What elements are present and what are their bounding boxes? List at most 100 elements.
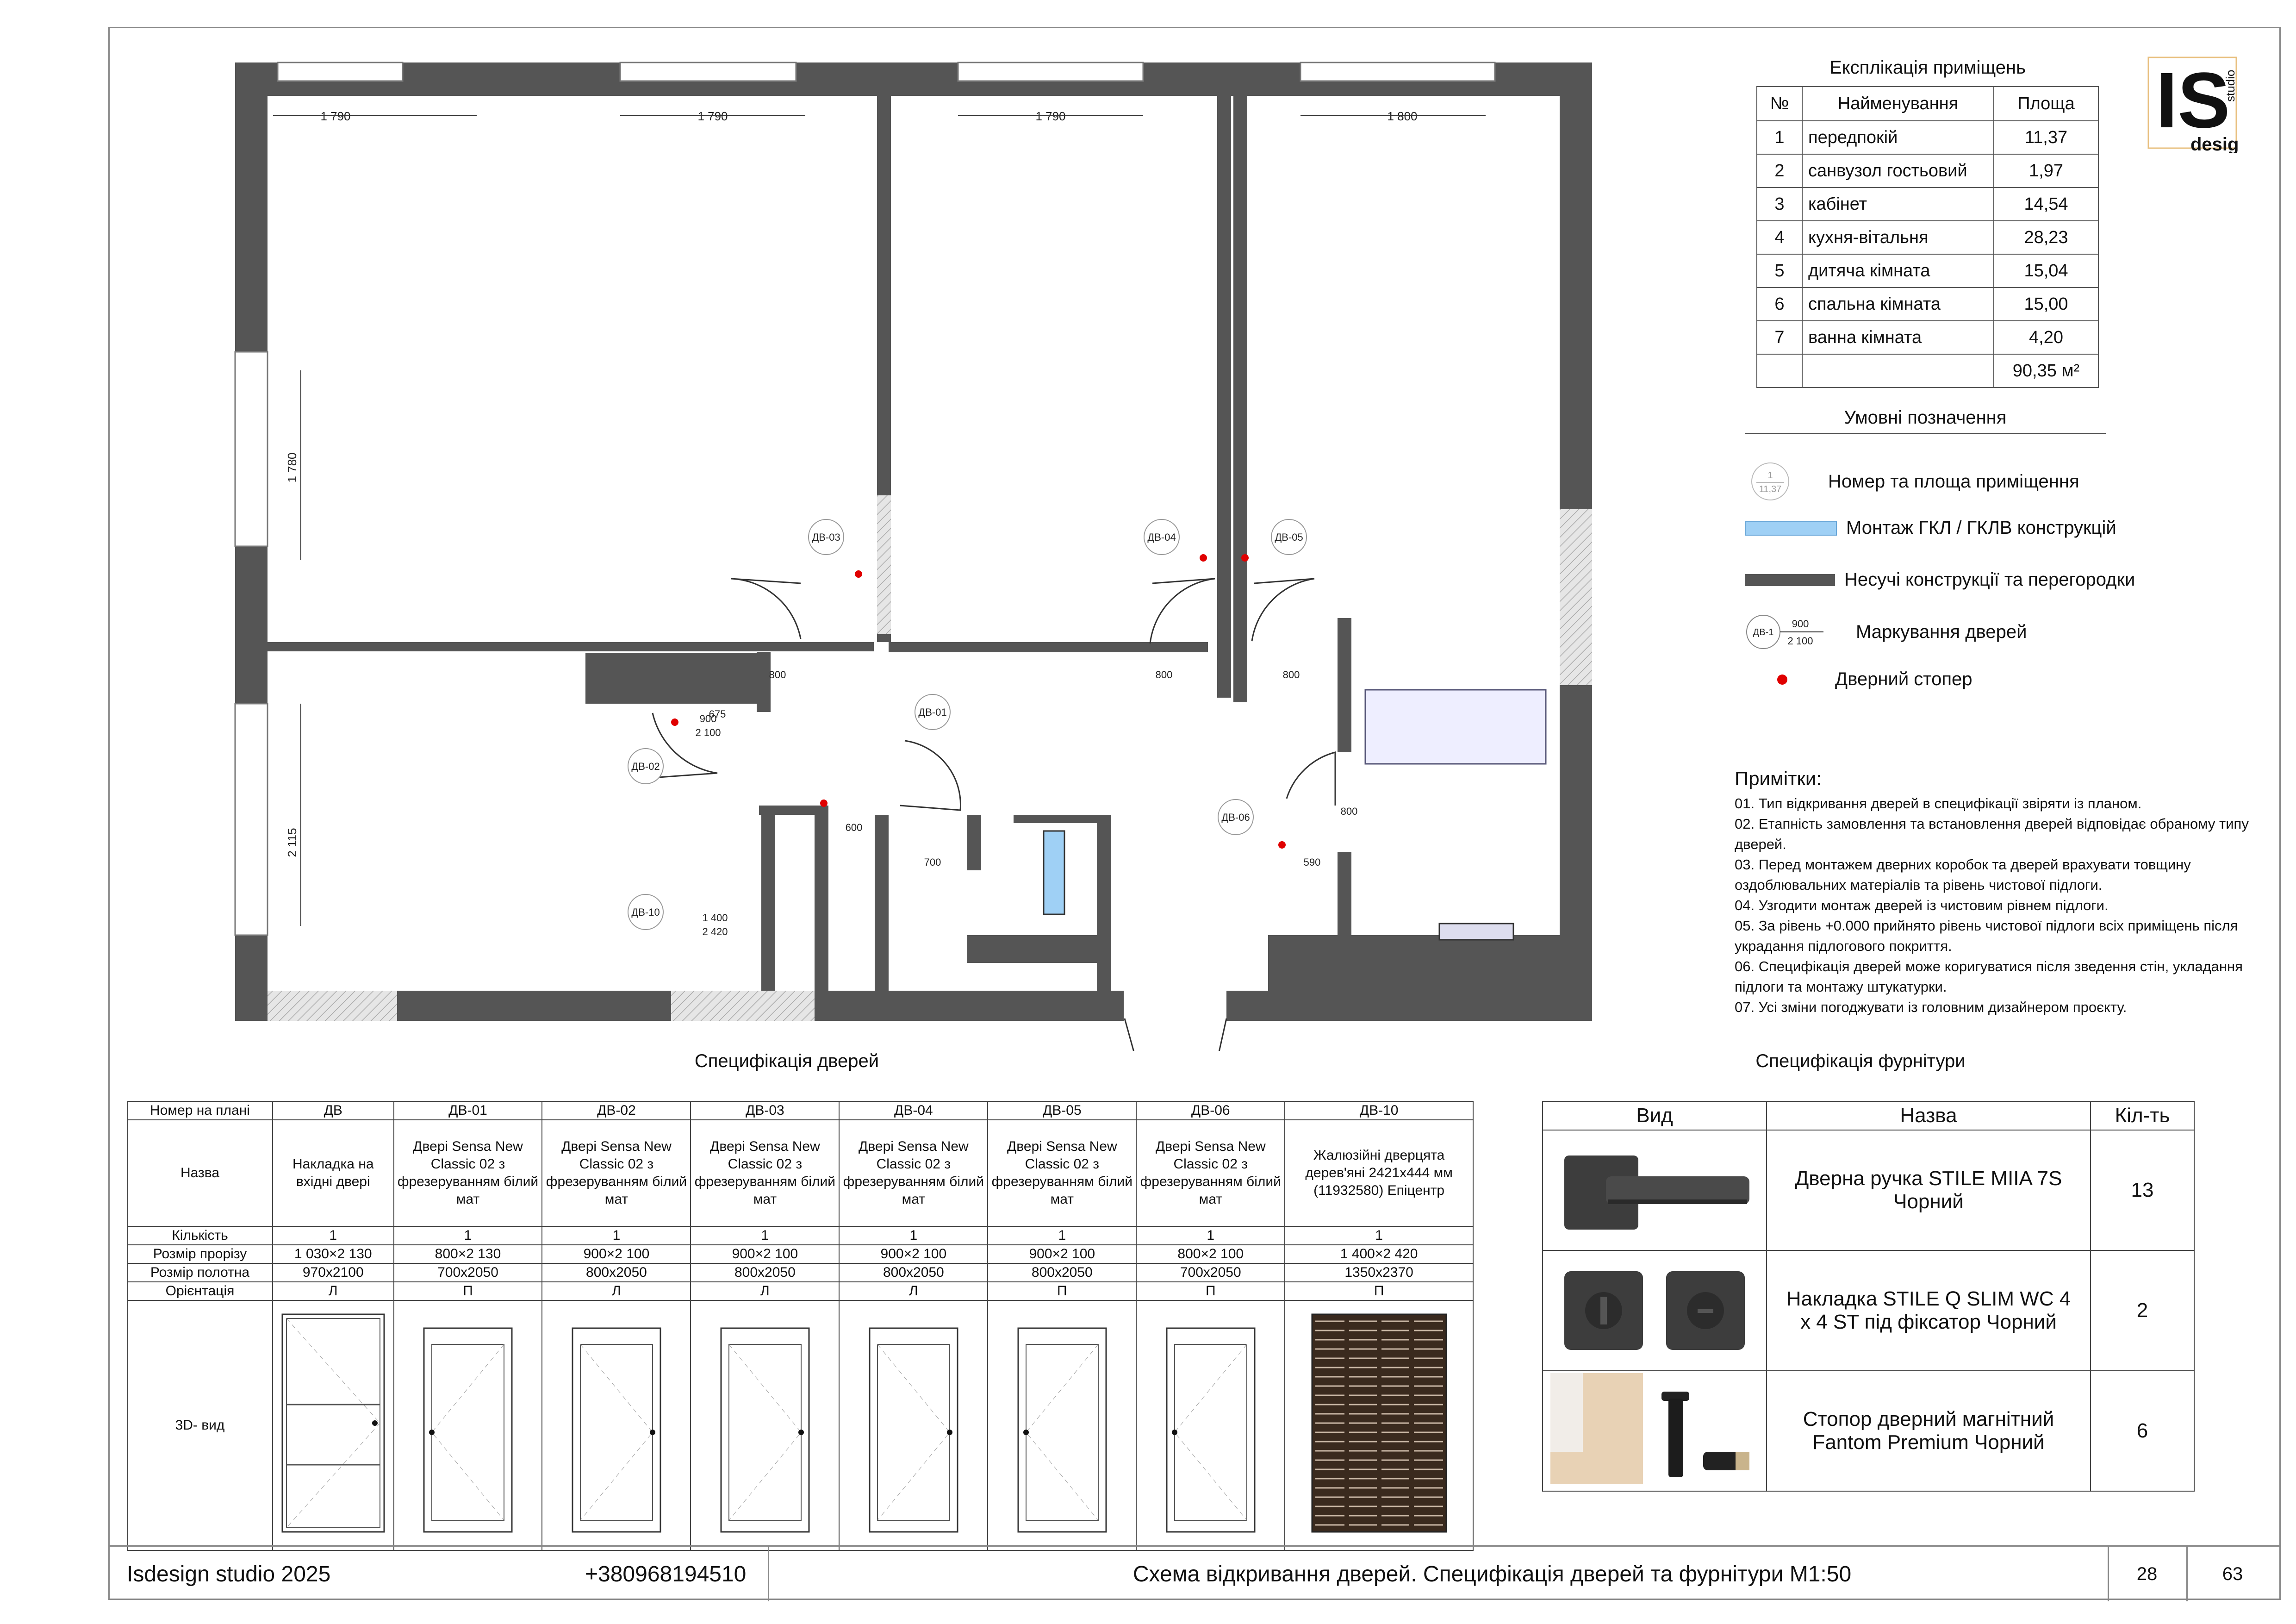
row-name: санвузол гостьовий: [1802, 154, 1994, 188]
wc-plate-image: [1542, 1250, 1767, 1371]
legend-walls: Несучі конструкції та перегородки: [1745, 569, 2135, 590]
load-bearing-walls: [235, 62, 1592, 1021]
dim-800-c: 800: [1283, 669, 1300, 681]
sheet-title: Схема відкривання дверей. Специфікація д…: [1132, 1562, 1852, 1587]
dim-675: 675: [709, 708, 726, 720]
legend-label: Монтаж ГКЛ / ГКЛВ конструкцій: [1846, 518, 2116, 538]
row-area: 15,00: [1993, 287, 2099, 321]
stopper-image: [1542, 1370, 1767, 1492]
table-row: Стопор дверний магнітний Fantom Premium …: [1542, 1370, 2195, 1492]
door-tag-dv02: ДВ-02: [631, 761, 660, 772]
door-tag-dv04: ДВ-04: [1147, 531, 1176, 543]
row-no: 7: [1756, 320, 1803, 355]
dim-800-b: 800: [1156, 669, 1173, 681]
legend-room-label: 1 11,37 Номер та площа приміщення: [1745, 461, 2079, 502]
row-name: дитяча кімната: [1802, 254, 1994, 288]
note-line: дверей.: [1735, 836, 1786, 852]
row-name: ванна кімната: [1802, 320, 1994, 355]
legend-door-mark: ДВ-1 900 2 100 Маркування дверей: [1745, 611, 2027, 653]
door-3d-dv06: [1136, 1300, 1286, 1551]
row-label: Орієнтація: [127, 1281, 273, 1301]
handle-image: [1542, 1130, 1767, 1251]
row-label: Назва: [127, 1119, 273, 1227]
hw-name: Дверна ручка STILE MIIA 7S Чорний: [1766, 1130, 2091, 1251]
svg-text:2 100: 2 100: [1787, 635, 1813, 647]
door-3d-dv: [272, 1300, 394, 1551]
total-area: 90,35 м²: [1993, 354, 2099, 388]
expl-header-name: Найменування: [1802, 86, 1994, 121]
note-line: оздоблювальних матеріалів та рівень чист…: [1735, 877, 2103, 893]
hardware-spec-table: Вид Назва Кіл-ть Дверна ручка STILE MIIA…: [1542, 1101, 2195, 1492]
row-name: передпокій: [1802, 120, 1994, 155]
row-no: 6: [1756, 287, 1803, 321]
expl-header-no: №: [1756, 86, 1803, 121]
row-no: 1: [1756, 120, 1803, 155]
table-row: Дверна ручка STILE MIIA 7S Чорний 13: [1542, 1130, 2195, 1251]
logo-design: design: [2190, 134, 2239, 153]
row-label: Розмір прорізу: [127, 1244, 273, 1264]
note-line: 07. Усі зміни погоджувати із головним ди…: [1735, 999, 2127, 1015]
svg-text:11,37: 11,37: [1759, 484, 1782, 494]
door-swings: [652, 578, 1336, 1051]
row-name: кабінет: [1802, 187, 1994, 221]
door-tag-dv06: ДВ-06: [1221, 812, 1250, 823]
door-3d-dv02: [541, 1300, 691, 1551]
door-3d-dv10: [1284, 1300, 1474, 1551]
door-stoppers: [671, 554, 1286, 849]
logo-studio: studio: [2223, 70, 2237, 102]
door-3d-dv01: [393, 1300, 543, 1551]
hw-qty: 13: [2090, 1130, 2195, 1251]
title-block: Isdesign studio 2025 +380968194510 Схема…: [108, 1545, 2281, 1601]
studio-name: Isdesign studio 2025: [127, 1562, 331, 1587]
door-3d-dv04: [839, 1300, 989, 1551]
row-label: Кількість: [127, 1226, 273, 1245]
hw-name: Накладка STILE Q SLIM WC 4 х 4 ST під фі…: [1766, 1250, 2091, 1371]
legend-label: Несучі конструкції та перегородки: [1844, 569, 2135, 590]
note-line: 03. Перед монтажем дверних коробок та дв…: [1735, 856, 2191, 873]
legend-label: Дверний стопер: [1835, 669, 1972, 689]
legend-label: Маркування дверей: [1856, 621, 2027, 642]
hw-header-name: Назва: [1766, 1101, 2091, 1131]
dim-side-1: 1 780: [285, 452, 299, 482]
legend-gkl: Монтаж ГКЛ / ГКЛВ конструкцій: [1745, 518, 2116, 538]
row-no: 5: [1756, 254, 1803, 288]
note-line: 06. Специфікація дверей може коригуватис…: [1735, 958, 2243, 974]
table-row: 90,35 м²: [1756, 354, 2099, 388]
dim-1400: 1 400: [702, 912, 728, 924]
logo-letters: IS: [2156, 56, 2230, 144]
door-3d-dv05: [987, 1300, 1137, 1551]
svg-text:1: 1: [1767, 470, 1773, 481]
dim-600: 600: [846, 822, 863, 833]
note-line: 02. Етапність замовлення та встановлення…: [1735, 816, 2249, 832]
expl-header-area: Площа: [1993, 86, 2099, 121]
note-line: 01. Тип відкривання дверей в специфікаці…: [1735, 795, 2142, 812]
row-area: 14,54: [1993, 187, 2099, 221]
dim-900-a: 900: [700, 713, 717, 725]
row-no: 3: [1756, 187, 1803, 221]
hardware-spec-title: Специфікація фурнітури: [1755, 1051, 1966, 1071]
legend-stopper: Дверний стопер: [1745, 669, 1972, 690]
row-area: 15,04: [1993, 254, 2099, 288]
row-label: 3D- вид: [127, 1300, 273, 1551]
dim-side-2: 2 115: [285, 828, 299, 857]
dim-590: 590: [1304, 856, 1321, 868]
total-sheets: 63: [2222, 1563, 2243, 1584]
row-area: 28,23: [1993, 220, 2099, 255]
svg-text:ДВ-1: ДВ-1: [1753, 627, 1774, 637]
row-name: спальна кімната: [1802, 287, 1994, 321]
door-tag-dv01: ДВ-01: [918, 706, 946, 718]
legend-label: Номер та площа приміщення: [1828, 471, 2079, 492]
dim-800-a: 800: [769, 669, 786, 681]
dim-700: 700: [924, 856, 941, 868]
studio-logo: IS design studio: [2147, 56, 2250, 155]
notes-title: Примітки:: [1735, 768, 1822, 789]
dim-800-d: 800: [1341, 806, 1358, 817]
